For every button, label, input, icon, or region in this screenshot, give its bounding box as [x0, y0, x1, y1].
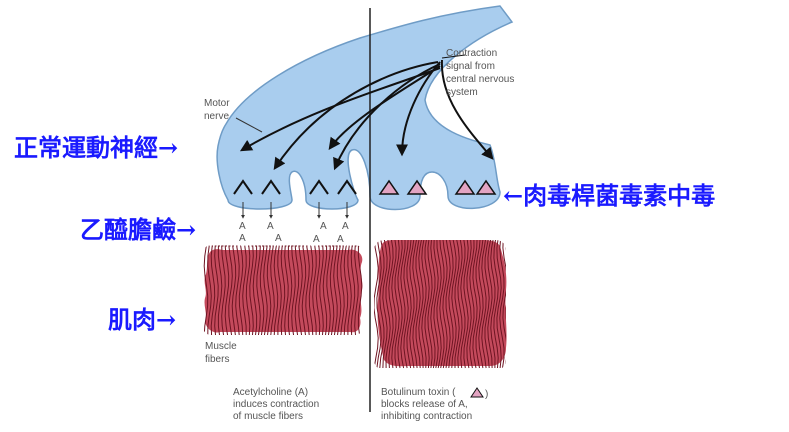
ach-a: A [275, 233, 282, 244]
ach-a: A [239, 233, 246, 244]
toxin-legend-icon [471, 388, 483, 397]
motor-nerve [217, 6, 512, 210]
ach-a: A [342, 221, 349, 232]
ach-a: A [337, 234, 344, 245]
ach-a: A [239, 221, 246, 232]
ach-a: A [313, 234, 320, 245]
annotation-acetylcholine: 乙醯膽鹼→ [80, 218, 196, 242]
fiber-stripe [506, 238, 510, 368]
annotation-normal-motor-nerve: 正常運動神經→ [14, 136, 178, 160]
ach-a: A [320, 221, 327, 232]
annotation-botulism: ←肉毒桿菌毒素中毒 [503, 184, 715, 208]
contraction-label-3: central nervous [446, 74, 514, 85]
caption-botulinum: Botulinum toxin ( blocks release of A, i… [381, 387, 472, 423]
fiber-stripe [374, 238, 378, 368]
contraction-label-4: system [446, 87, 478, 98]
motor-label-1: Motor [204, 98, 230, 109]
caption-right-line3: inhibiting contraction [381, 411, 472, 423]
muscle-label-2: fibers [205, 354, 229, 365]
contraction-label-1: Contraction [446, 48, 497, 59]
caption-close-paren: ) [485, 389, 488, 400]
muscle-fibers-contracted [204, 246, 362, 336]
caption-right-line1: Botulinum toxin ( [381, 387, 472, 399]
motor-label-2: nerve [204, 111, 229, 122]
contraction-label-2: signal from [446, 61, 495, 72]
muscle-label-1: Muscle [205, 341, 237, 352]
ach-molecules: A A A A A A A A [239, 221, 349, 245]
caption-right-line2: blocks release of A, [381, 399, 472, 411]
annotation-muscle: 肌肉→ [108, 308, 176, 332]
caption-left-line1: Acetylcholine (A) [233, 387, 319, 399]
caption-acetylcholine: Acetylcholine (A) induces contraction of… [233, 387, 319, 423]
muscle-fibers-relaxed [374, 238, 510, 368]
caption-left-line2: induces contraction [233, 399, 319, 411]
ach-a: A [267, 221, 274, 232]
caption-left-line3: of muscle fibers [233, 411, 319, 423]
